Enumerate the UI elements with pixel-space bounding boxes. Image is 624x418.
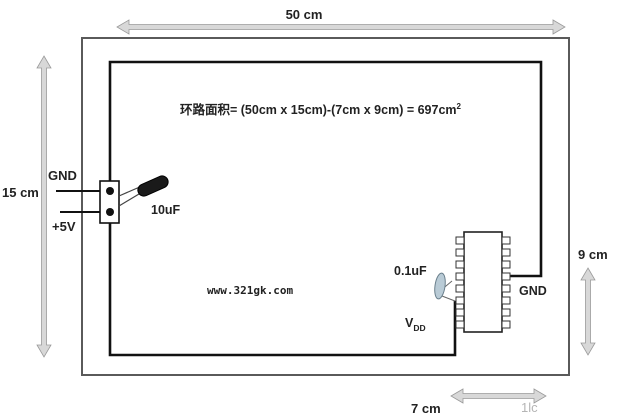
loop-area-formula-text: 环路面积= (50cm x 15cm)-(7cm x 9cm) = 697cm [180, 102, 457, 117]
ic-pin-right [501, 260, 511, 269]
height-dimension-arrow [36, 55, 52, 358]
ic-pin-right [501, 236, 511, 245]
loop-area-formula: 环路面积= (50cm x 15cm)-(7cm x 9cm) = 697cm2 [180, 102, 462, 117]
ic-pin-left [455, 308, 465, 317]
ic-pin-right [501, 308, 511, 317]
ic-pin-left [455, 296, 465, 305]
width-dimension-label: 50 cm [286, 7, 323, 22]
ic-gnd-label: GND [519, 284, 547, 298]
inner-width-dimension-label: 7 cm [411, 401, 441, 416]
ic-pin-left [455, 248, 465, 257]
connector-vcc-pin [106, 208, 114, 216]
board-outline [81, 37, 570, 376]
ic-pin-right [501, 296, 511, 305]
ic-pin-right [501, 320, 511, 329]
ic-pin-left [455, 284, 465, 293]
connector-gnd-label: GND [48, 168, 77, 183]
bulk-capacitor [137, 175, 169, 197]
ic-pin-right [501, 248, 511, 257]
ic-body [463, 231, 503, 333]
power-connector [99, 180, 120, 224]
connector-gnd-pin [106, 187, 114, 195]
inner-height-dimension-label: 9 cm [578, 247, 608, 262]
watermark: www.321gk.com [207, 284, 293, 297]
corner-mark: 1lc [521, 400, 538, 415]
ic-pin-left [455, 236, 465, 245]
bulk-capacitor-label: 10uF [151, 203, 181, 217]
height-dimension-label: 15 cm [2, 185, 39, 200]
ic-vdd-label-subscript: DD [413, 323, 425, 333]
ic-pin-left [455, 260, 465, 269]
current-loop-trace [108, 60, 543, 278]
ic-pin-left [455, 272, 465, 281]
bypass-capacitor-lead-2 [441, 295, 456, 302]
ic-pin-left [455, 320, 465, 329]
connector-vcc-label: +5V [52, 219, 76, 234]
inner-height-dimension-arrow [580, 267, 596, 356]
width-dimension-arrow [116, 19, 566, 35]
ic-vdd-label: VDD [405, 316, 426, 333]
bypass-capacitor-label: 0.1uF [394, 264, 427, 278]
bypass-capacitor [434, 272, 446, 300]
ic-vdd-label-main: V [405, 316, 414, 330]
ic-chip [455, 231, 511, 333]
ic-pin-right [501, 272, 511, 281]
loop-area-formula-superscript: 2 [457, 102, 462, 111]
ic-pin-right [501, 284, 511, 293]
inner-width-dimension-arrow [450, 388, 547, 404]
